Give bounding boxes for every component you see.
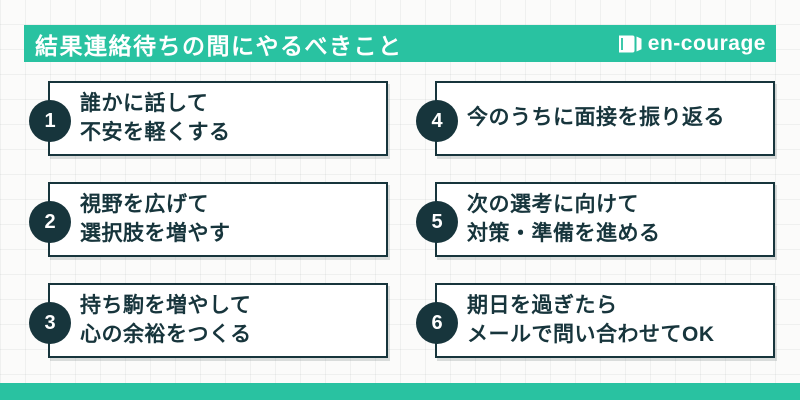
todo-1-line-1: 誰かに話して <box>80 91 209 115</box>
brand-logo: en-courage <box>616 32 766 56</box>
todo-card-2: 2 視野を広げて 選択肢を増やす <box>29 182 388 257</box>
todo-6-line-2: メールで問い合わせてOK <box>467 322 715 346</box>
todo-card-5: 5 次の選考に向けて 対策・準備を進める <box>416 182 775 257</box>
step-number-badge-1: 1 <box>29 100 71 142</box>
step-number-badge-3: 3 <box>29 302 71 344</box>
header-bar: 結果連絡待ちの間にやるべきこと en-courage <box>24 25 776 62</box>
todo-2-line-2: 選択肢を増やす <box>80 221 231 245</box>
step-number-badge-4: 4 <box>416 100 458 142</box>
step-number-badge-2: 2 <box>29 201 71 243</box>
todo-text-6: 期日を過ぎたら メールで問い合わせてOK <box>437 292 715 350</box>
step-number-badge-5: 5 <box>416 201 458 243</box>
book-icon <box>616 32 643 56</box>
todo-6-line-1: 期日を過ぎたら <box>467 293 618 317</box>
todo-4-line-1: 今のうちに面接を振り返る <box>467 106 725 130</box>
todo-card-6: 6 期日を過ぎたら メールで問い合わせてOK <box>416 283 775 358</box>
todo-text-3: 持ち駒を増やして 心の余裕をつくる <box>50 292 252 350</box>
todo-text-1: 誰かに話して 不安を軽くする <box>50 90 231 148</box>
todo-5-line-2: 対策・準備を進める <box>467 221 661 245</box>
todo-text-5: 次の選考に向けて 対策・準備を進める <box>437 191 661 249</box>
todo-1-line-2: 不安を軽くする <box>80 120 231 144</box>
todo-card-3: 3 持ち駒を増やして 心の余裕をつくる <box>29 283 388 358</box>
todo-3-line-1: 持ち駒を増やして <box>80 293 252 317</box>
todo-text-4: 今のうちに面接を振り返る <box>437 104 725 133</box>
todo-card-4: 4 今のうちに面接を振り返る <box>416 81 775 156</box>
page-title: 結果連絡待ちの間にやるべきこと <box>35 32 403 59</box>
todo-2-line-1: 視野を広げて <box>80 192 209 216</box>
brand-name: en-courage <box>647 31 766 55</box>
todo-card-1: 1 誰かに話して 不安を軽くする <box>29 81 388 156</box>
todo-3-line-2: 心の余裕をつくる <box>80 322 252 346</box>
step-number-badge-6: 6 <box>416 302 458 344</box>
todo-5-line-1: 次の選考に向けて <box>467 192 639 216</box>
todo-text-2: 視野を広げて 選択肢を増やす <box>50 191 231 249</box>
footer-accent-bar <box>0 383 800 400</box>
